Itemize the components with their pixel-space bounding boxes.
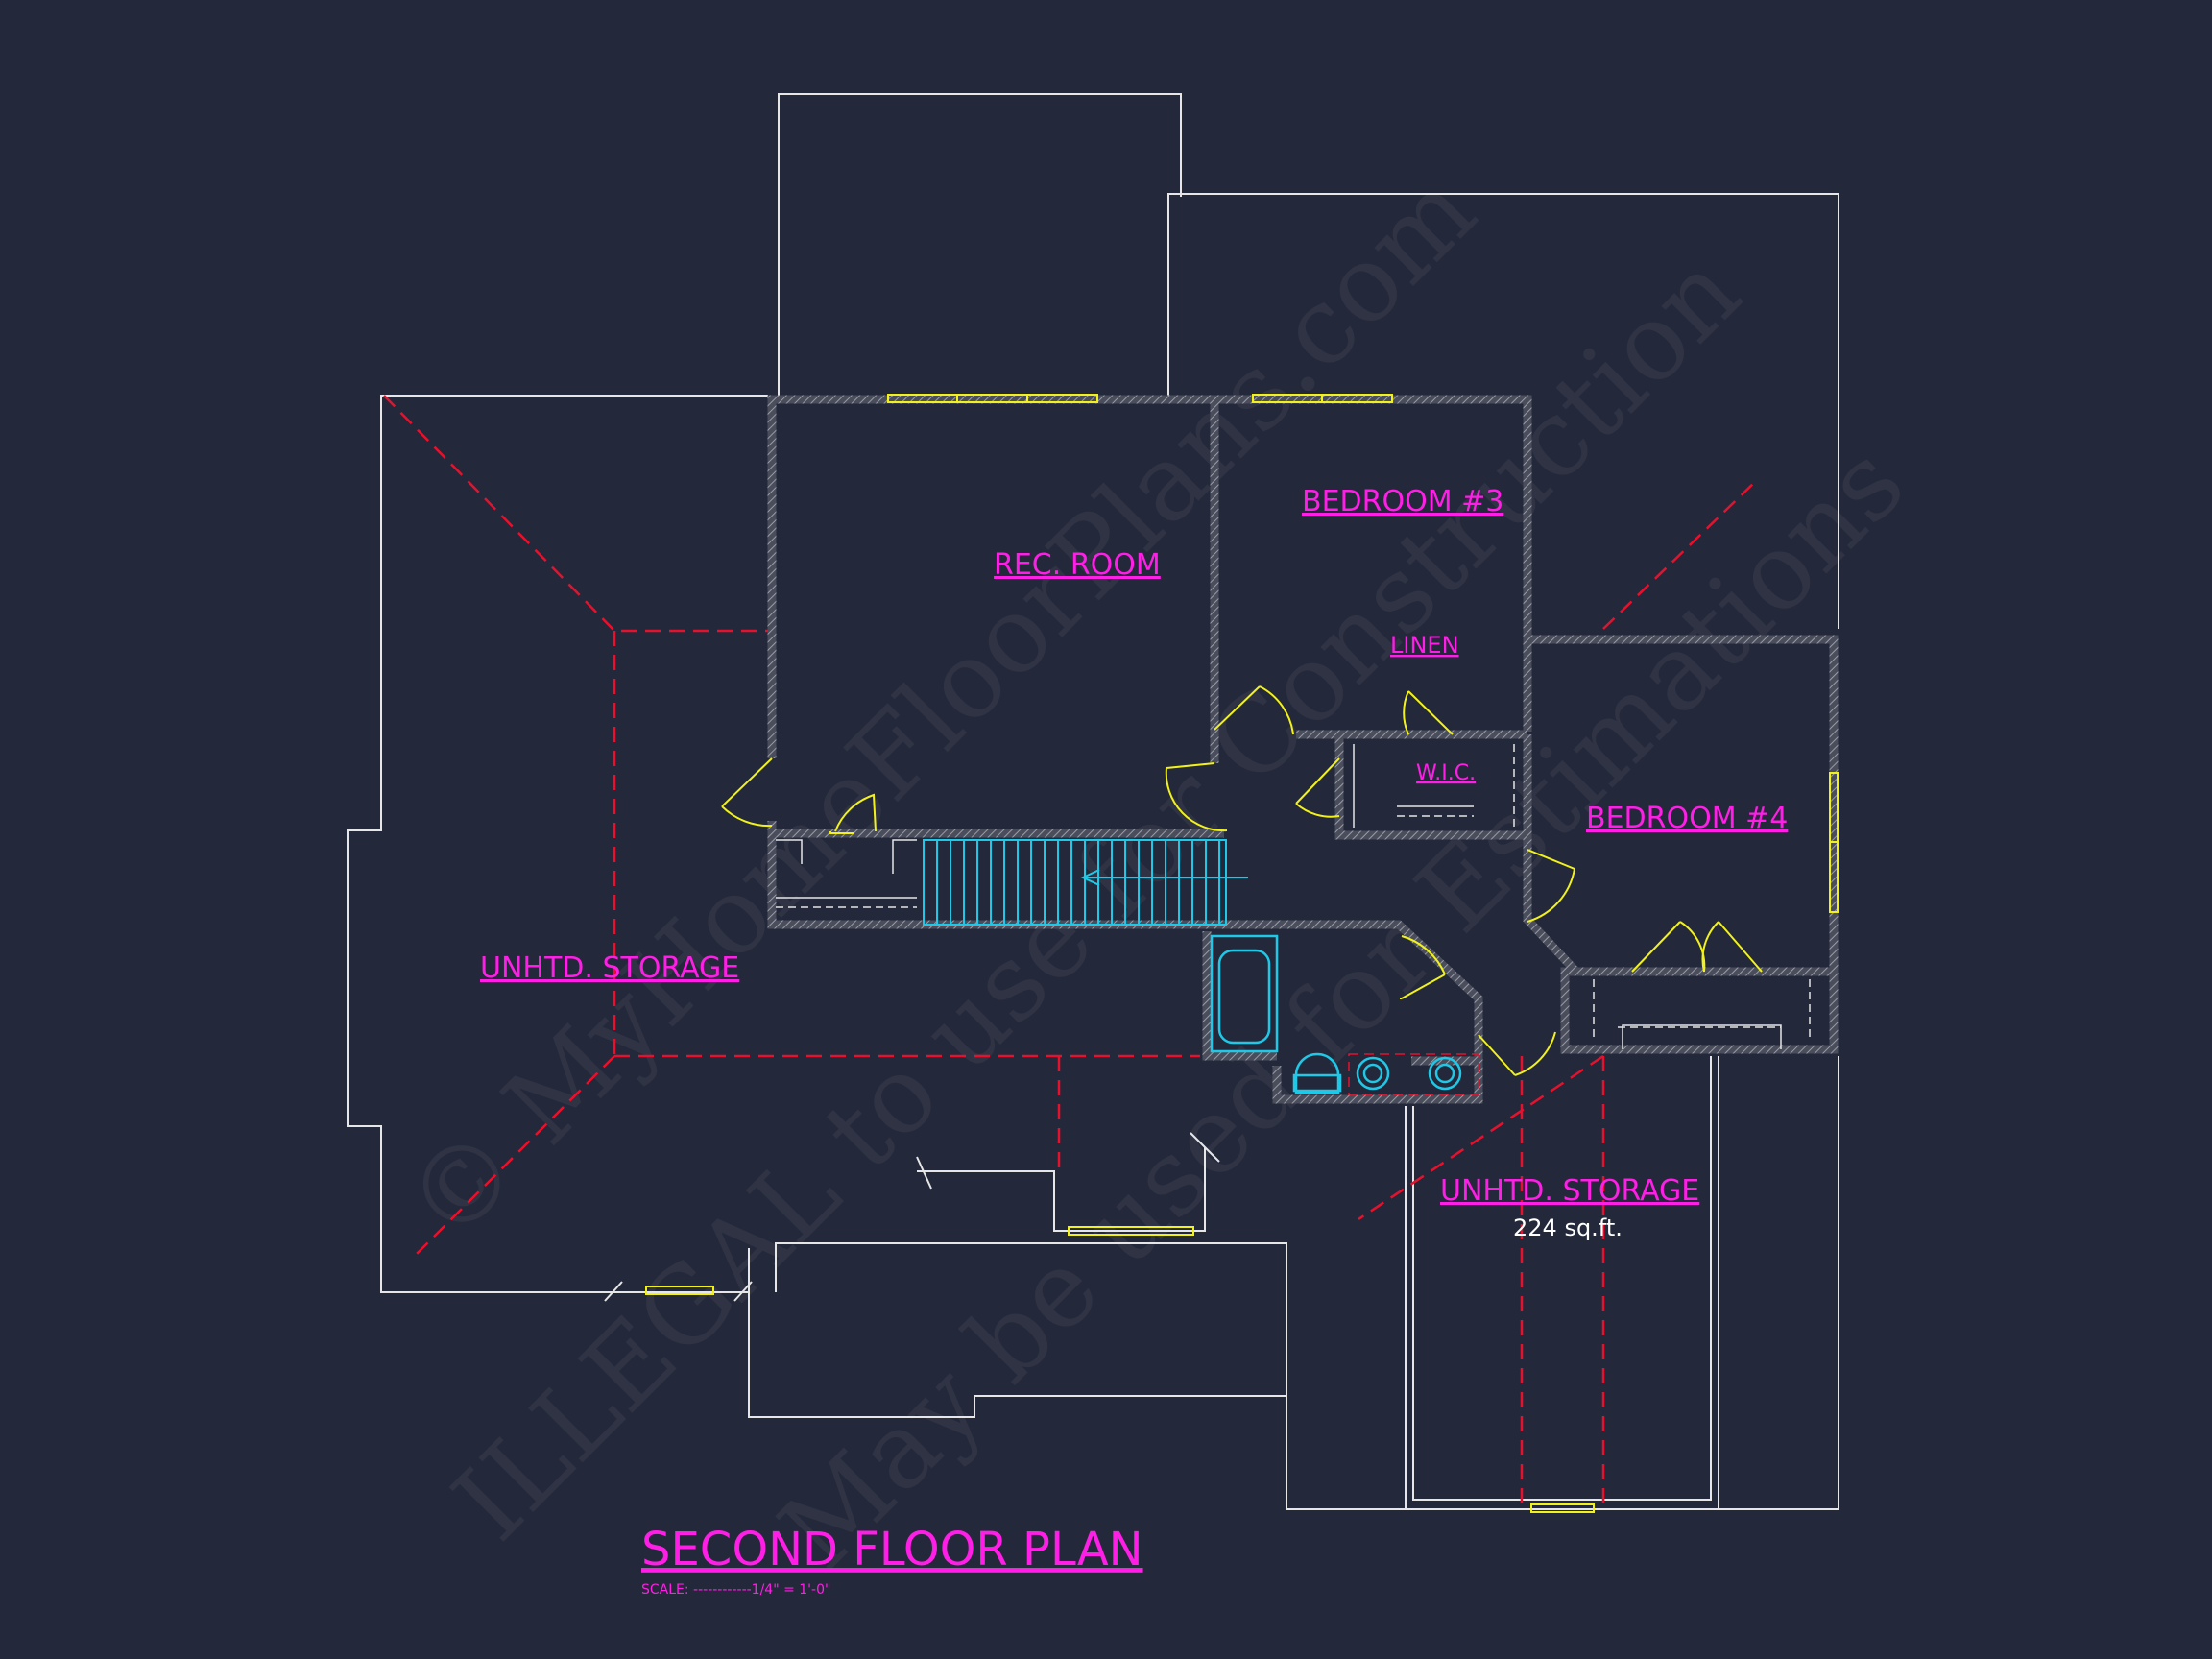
door-linen-closet	[1295, 757, 1340, 818]
window-porch-south	[1068, 1226, 1194, 1236]
bathtub	[1210, 934, 1279, 1053]
break-mark-4	[733, 1281, 753, 1302]
window-rec-room-north	[887, 394, 1098, 403]
roof-outline	[347, 93, 1839, 1510]
south-storage-outline	[1405, 1056, 1719, 1510]
door-bath-hall	[1478, 1031, 1556, 1076]
doors	[721, 685, 1763, 1076]
plan-scale: SCALE: ------------1/4" = 1'-0"	[641, 1582, 830, 1598]
south-storage-inner	[1412, 1056, 1712, 1501]
break-mark-3	[604, 1281, 623, 1302]
walls	[767, 395, 1839, 1104]
southwest-porch-outline	[775, 1242, 1287, 1396]
ridge-east-hip	[1358, 1054, 1604, 1221]
label-linen: LINEN	[1390, 632, 1459, 659]
door-rec-room-closet	[830, 793, 877, 834]
plan-title: SECOND FLOOR PLAN	[641, 1523, 1143, 1576]
window-storage-west	[645, 1286, 714, 1295]
ridge-northeast-hip	[1602, 479, 1758, 630]
label-storage-east: UNHTD. STORAGE	[1440, 1174, 1699, 1208]
window-storage-south	[1530, 1503, 1595, 1513]
title-block: SECOND FLOOR PLAN SCALE: ------------1/4…	[641, 1523, 1143, 1598]
ridge-west-hip	[383, 395, 768, 633]
door-wic	[1403, 690, 1454, 735]
stair-outline	[923, 839, 1227, 926]
label-storage-west: UNHTD. STORAGE	[480, 951, 739, 985]
bedroom4-closet-rod	[1622, 1024, 1782, 1049]
door-bedroom4-closet-2	[1701, 921, 1763, 973]
door-bedroom4-closet-1	[1631, 921, 1706, 973]
ridge-lines	[383, 395, 1758, 1507]
label-bedroom-4: BEDROOM #4	[1586, 802, 1788, 835]
northeast-roof-outline	[1167, 193, 1839, 629]
label-wic: W.I.C.	[1416, 761, 1476, 785]
toilet-tank	[1292, 1073, 1342, 1093]
west-roof-outline	[347, 395, 768, 1293]
notch-outline	[917, 1147, 1206, 1232]
closet-jamb-right	[892, 839, 917, 874]
room-labels: REC. ROOM BEDROOM #3 LINEN W.I.C. BEDROO…	[480, 485, 1788, 1241]
door-bedroom3	[1214, 685, 1294, 735]
windows	[645, 394, 1839, 1513]
stair-treads	[936, 840, 1220, 925]
watermark: © MyHomeFloorPlans.com ILLEGAL to use fo…	[382, 149, 1928, 1592]
stair-arrow-head	[1080, 869, 1100, 886]
closet-jamb-left	[776, 839, 803, 864]
sink-left-drain	[1362, 1063, 1383, 1084]
label-rec-room: REC. ROOM	[994, 548, 1161, 582]
sink-left	[1356, 1056, 1390, 1091]
door-bath	[1399, 935, 1446, 999]
sink-right-drain	[1434, 1063, 1455, 1084]
north-gable-outline	[778, 93, 1182, 396]
vanity-top	[1348, 1053, 1479, 1095]
label-storage-east-area: 224 sq.ft.	[1513, 1214, 1623, 1241]
door-hall	[1165, 762, 1228, 832]
bathtub-basin	[1217, 949, 1271, 1045]
south-porch-outline	[748, 1056, 1839, 1510]
bath-walls	[1202, 931, 1479, 1066]
sink-right	[1428, 1056, 1462, 1091]
interior-details	[776, 744, 1811, 1049]
door-rec-room-west	[721, 757, 773, 828]
bath-fixtures	[1210, 934, 1462, 1094]
staircase	[923, 839, 1248, 926]
label-bedroom-3: BEDROOM #3	[1302, 485, 1503, 518]
door-bedroom4	[1527, 849, 1575, 923]
closet-walls	[1296, 730, 1532, 845]
break-mark-2	[1190, 1132, 1220, 1163]
break-mark-1	[916, 1156, 932, 1190]
